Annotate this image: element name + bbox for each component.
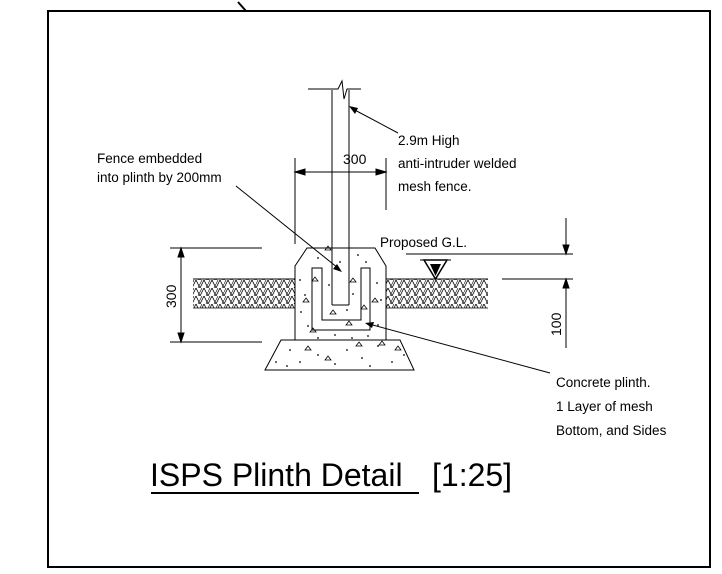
fence-note-line-1: Fence embedded bbox=[97, 151, 202, 166]
fence-spec-line-1: 2.9m High bbox=[398, 133, 460, 148]
ground-soil-hatch bbox=[193, 278, 488, 309]
embed-dimension-label: 100 bbox=[548, 312, 564, 336]
height-dimension bbox=[170, 246, 262, 344]
height-dimension-label: 300 bbox=[163, 284, 179, 308]
mesh-reinforcement bbox=[311, 267, 371, 331]
plinth-note-line-2: 1 Layer of mesh bbox=[556, 399, 653, 414]
leader-fragment-top bbox=[237, 1, 247, 12]
width-dimension bbox=[293, 158, 388, 244]
concrete-plinth bbox=[264, 247, 415, 371]
plinth-note-line-3: Bottom, and Sides bbox=[556, 423, 667, 438]
width-dimension-label: 300 bbox=[343, 151, 367, 167]
drawing-scale: [1:25] bbox=[432, 457, 512, 493]
drawing-title: ISPS Plinth Detail bbox=[150, 457, 403, 493]
plinth-note-leader bbox=[365, 322, 551, 374]
fence-spec-line-3: mesh fence. bbox=[398, 179, 472, 194]
fence-embed-leader bbox=[235, 185, 342, 272]
fence-spec-line-2: anti-intruder welded bbox=[398, 156, 517, 171]
ground-level-label: Proposed G.L. bbox=[380, 235, 467, 250]
concrete-aggregate-triangles bbox=[302, 245, 402, 361]
sheet-border bbox=[47, 10, 711, 568]
fence-post bbox=[308, 79, 361, 306]
fence-note-line-2: into plinth by 200mm bbox=[97, 170, 222, 185]
embed-dimension bbox=[502, 218, 573, 348]
plinth-note-line-1: Concrete plinth. bbox=[556, 375, 651, 390]
ground-level-marker bbox=[406, 253, 555, 281]
fence-spec-leader bbox=[349, 106, 399, 134]
concrete-aggregate bbox=[275, 254, 405, 367]
